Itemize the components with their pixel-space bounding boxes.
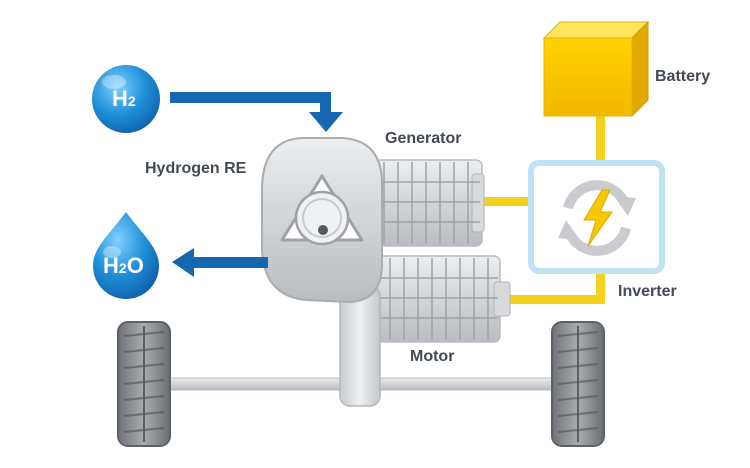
h2-label-main: H <box>112 86 128 111</box>
battery-block <box>542 20 650 118</box>
battery-label: Battery <box>655 68 711 85</box>
right-tire <box>551 321 605 447</box>
h2-label-sub: 2 <box>127 93 136 109</box>
hydrogen-inflow-arrow <box>170 92 343 132</box>
hydrogen-re-label: Hydrogen RE <box>145 160 247 177</box>
generator-label: Generator <box>385 130 462 147</box>
motor-unit <box>375 255 511 343</box>
rotary-engine-icon <box>261 137 383 304</box>
h2o-label-main: H <box>103 253 119 278</box>
electric-wiring <box>480 116 605 304</box>
inverter-box <box>528 160 665 274</box>
h2-bubble <box>92 65 160 133</box>
left-tire <box>117 321 171 447</box>
motor-label: Motor <box>410 348 455 365</box>
h2o-label: H2O <box>103 253 144 279</box>
h2-label: H2 <box>112 86 136 112</box>
h2o-label-tail: O <box>126 253 144 278</box>
cycle-arrows-lightning-icon <box>558 180 636 256</box>
h2o-label-sub: 2 <box>118 260 127 276</box>
generator-unit <box>369 159 485 247</box>
inverter-label: Inverter <box>618 283 677 300</box>
h2o-droplet <box>93 212 159 299</box>
water-outflow-arrow <box>172 248 268 277</box>
gearbox-column <box>339 285 381 407</box>
